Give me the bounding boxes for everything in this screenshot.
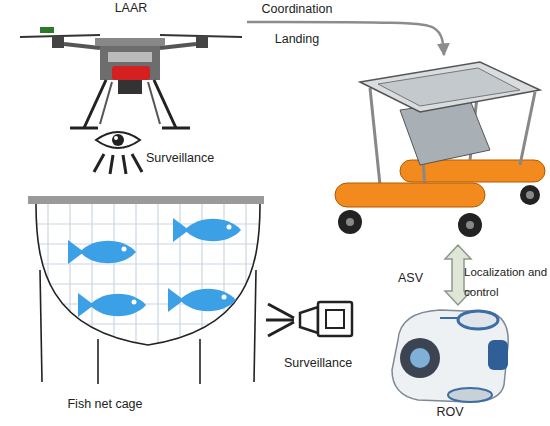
rov-node: ROV — [385, 305, 515, 423]
drone-illustration — [196, 36, 208, 48]
eye-icon — [110, 155, 113, 174]
drone-illustration — [118, 80, 142, 94]
camera-icon — [268, 304, 294, 318]
net-cage-illustration — [30, 204, 265, 350]
net-cage-illustration — [28, 196, 265, 384]
camera-icon — [268, 322, 294, 336]
net-cage-illustration — [173, 218, 241, 242]
vessel-illustration — [400, 100, 490, 165]
vessel-illustration — [526, 191, 534, 199]
drone-illustration — [95, 38, 165, 46]
cage-node: Fish net cage — [5, 195, 270, 420]
rov-illustration — [410, 348, 430, 368]
net-cage-illustration — [97, 339, 99, 384]
vessel-illustration — [360, 62, 540, 112]
drone-illustration — [70, 127, 98, 130]
eye-icon — [132, 154, 142, 172]
drone-illustration — [52, 36, 64, 48]
vessel-illustration — [378, 68, 520, 106]
rov-illustration — [458, 311, 498, 329]
vessel-illustration — [520, 185, 540, 205]
rov-illustration — [392, 310, 508, 402]
drone-illustration — [100, 46, 160, 80]
rov-illustration — [400, 338, 440, 378]
edge-label: Coordination Landing — [252, 0, 342, 54]
rov-illustration — [440, 317, 458, 319]
vessel-node: ASV — [330, 55, 548, 245]
drone-illustration — [64, 44, 100, 48]
net-cage-illustration — [68, 240, 136, 264]
vessel-illustration — [338, 210, 362, 234]
eye-icon — [96, 132, 140, 148]
drone-illustration — [84, 80, 106, 128]
vehicle-name: LAAR — [15, 1, 247, 16]
camera-icon — [266, 319, 294, 322]
vessel-illustration — [335, 183, 485, 207]
net-cage-illustration — [254, 270, 256, 382]
vessel-illustration — [346, 218, 354, 226]
eye-icon — [94, 132, 142, 174]
net-cage-illustration — [28, 196, 264, 204]
drone-illustration — [40, 27, 54, 33]
vessel-illustration — [466, 221, 474, 229]
drone-illustration — [112, 66, 150, 80]
drone-illustration — [162, 127, 190, 130]
function-label: Surveillance — [284, 356, 374, 371]
camera-icon — [266, 302, 352, 336]
camera-icon — [318, 302, 352, 336]
drone-illustration — [154, 80, 176, 128]
vehicle-name: ASV — [398, 271, 442, 286]
drone-node: LAAR — [15, 0, 247, 140]
net-cage-illustration — [40, 270, 42, 382]
eye-icon — [112, 134, 124, 146]
vehicle-name: ROV — [385, 405, 515, 420]
drone-illustration — [160, 44, 196, 48]
vessel-illustration — [370, 88, 380, 185]
net-cage-illustration — [199, 339, 201, 384]
net-cage-illustration — [48, 204, 246, 350]
net-cage-illustration — [78, 293, 146, 317]
rov-illustration — [448, 388, 492, 402]
net-cage-illustration — [36, 204, 260, 345]
edge-label: Localization and control — [464, 262, 550, 302]
vessel-illustration — [335, 62, 545, 237]
drone-illustration — [108, 52, 152, 62]
rov-illustration — [392, 310, 508, 402]
cage-name: Fish net cage — [5, 397, 205, 412]
eye-icon — [94, 154, 104, 172]
vessel-illustration — [520, 92, 535, 165]
vessel-illustration — [458, 213, 482, 237]
function-label: Surveillance — [146, 151, 236, 166]
camera-icon — [326, 310, 344, 328]
eye-icon — [114, 136, 118, 140]
rov-illustration — [488, 340, 508, 370]
eye-icon — [123, 155, 126, 174]
drone-illustration — [20, 27, 242, 128]
net-cage-illustration — [168, 288, 236, 312]
camera-icon — [300, 307, 318, 333]
